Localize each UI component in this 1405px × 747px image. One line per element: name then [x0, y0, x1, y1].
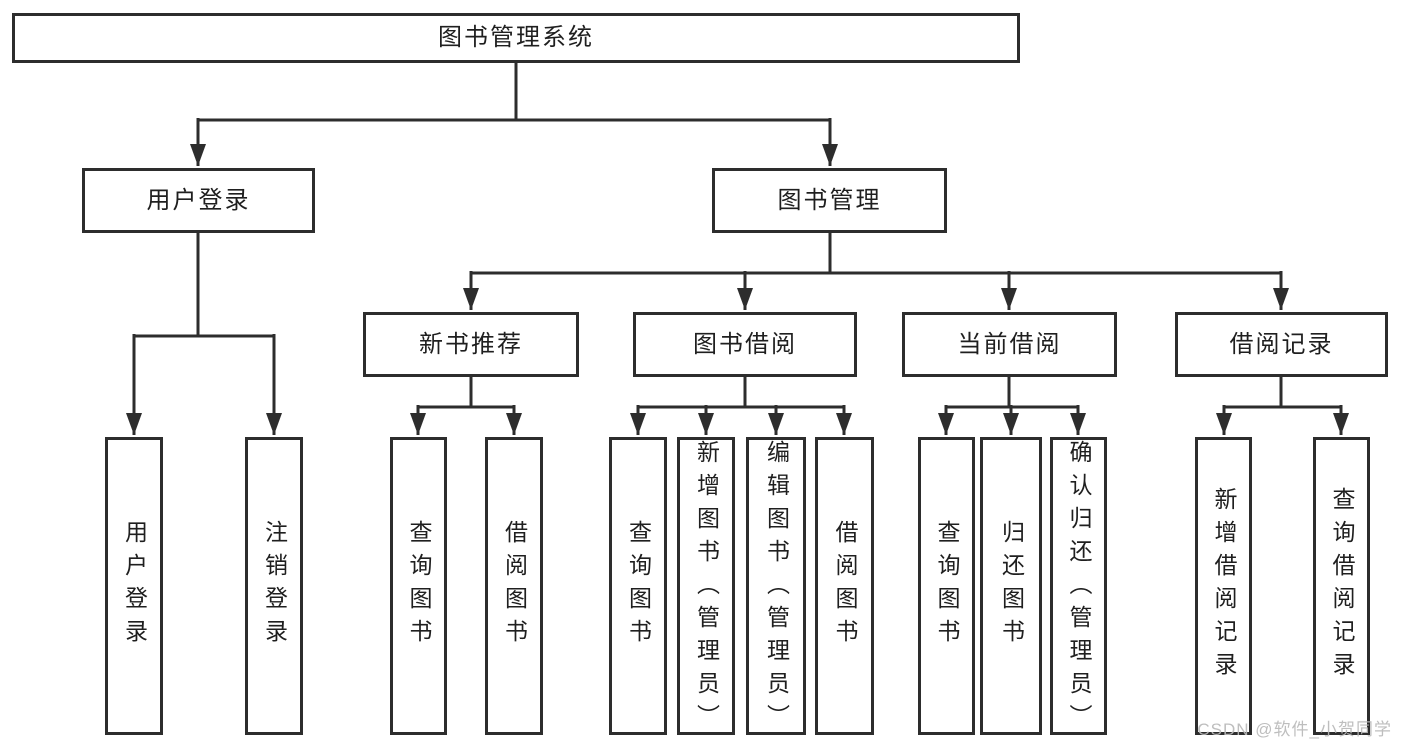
- node-current-borrowing: 当前借阅: [902, 312, 1117, 377]
- leaf-borrowing-edit-books-admin: 编辑图书（管理员）: [746, 437, 806, 737]
- node-borrowing-records: 借阅记录: [1175, 312, 1388, 377]
- leaf-records-query-record: 查询借阅记录: [1313, 437, 1370, 735]
- leaf-records-add-record: 新增借阅记录: [1195, 437, 1252, 735]
- node-user-login: 用户登录: [82, 168, 315, 233]
- leaf-user-login: 用户登录: [105, 437, 163, 735]
- leaf-logout: 注销登录: [245, 437, 303, 735]
- connector-records-leaves: [1224, 377, 1341, 409]
- node-root: 图书管理系统: [12, 13, 1020, 63]
- leaf-borrowing-query-books: 查询图书: [609, 437, 667, 735]
- connector-bookmgmt-level3: [471, 233, 1281, 275]
- connector-borrowing-leaves: [638, 377, 844, 409]
- csdn-watermark: CSDN @软件_小贺同学: [1197, 720, 1392, 739]
- connector-userlogin-leaves: [134, 233, 274, 338]
- leaf-borrowing-borrow-books: 借阅图书: [815, 437, 874, 735]
- leaf-recommend-borrow-books: 借阅图书: [485, 437, 543, 735]
- node-book-borrowing: 图书借阅: [633, 312, 857, 377]
- leaf-recommend-query-books: 查询图书: [390, 437, 447, 735]
- leaf-borrowing-add-books-admin: 新增图书（管理员）: [677, 437, 735, 737]
- leaf-current-query-books: 查询图书: [918, 437, 975, 735]
- node-new-book-recommend: 新书推荐: [363, 312, 579, 377]
- leaf-current-confirm-return-admin: 确认归还（管理员）: [1050, 437, 1107, 737]
- connector-recommend-leaves: [418, 377, 514, 409]
- connector-root-level2: [198, 63, 830, 122]
- connector-current-leaves: [946, 377, 1078, 409]
- leaf-current-return-books: 归还图书: [980, 437, 1042, 735]
- node-book-management: 图书管理: [712, 168, 947, 233]
